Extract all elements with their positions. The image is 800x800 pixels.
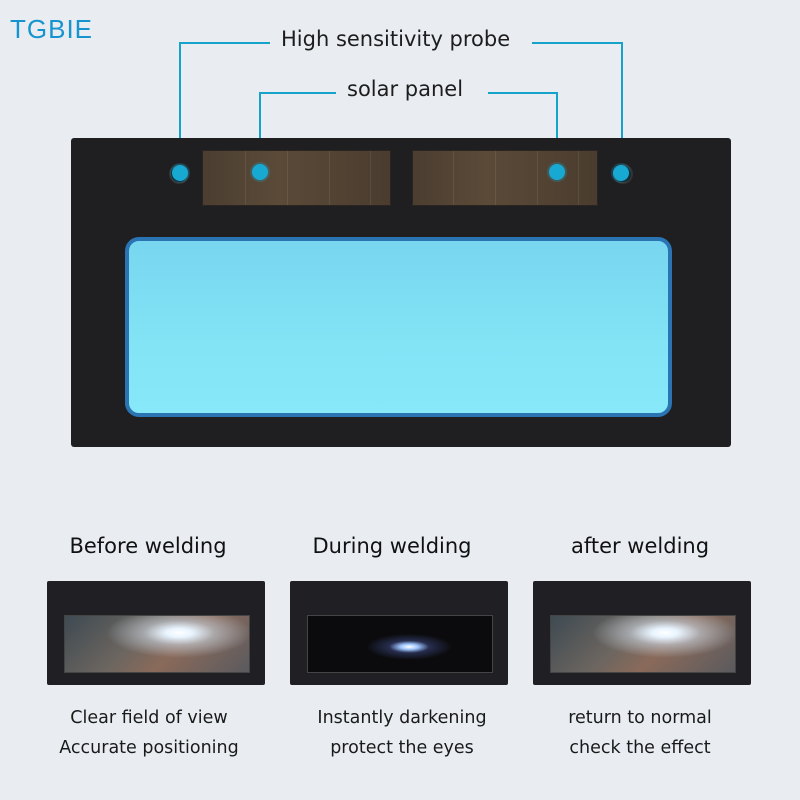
filter-lens (125, 237, 672, 417)
filter-after-welding (533, 581, 751, 685)
view-after-welding (550, 615, 736, 673)
caption-during-line1: Instantly darkening (317, 708, 487, 728)
solar-leader-left-v (259, 92, 261, 172)
caption-before: Clear field of view Accurate positioning (34, 703, 264, 763)
caption-after: return to normal check the effect (525, 703, 755, 763)
probe-leader-left-h (179, 42, 270, 44)
solar-leader-left-h (259, 92, 336, 94)
caption-after-line1: return to normal (568, 708, 712, 728)
probe-leader-right-v (621, 42, 623, 173)
solar-panel-left (202, 150, 391, 206)
solar-dot-right (549, 164, 565, 180)
stage-title-after: after welding (570, 534, 710, 558)
solar-leader-right-h (488, 92, 557, 94)
auto-darkening-filter (71, 138, 731, 447)
brand-logo: TGBIE (10, 14, 94, 44)
probe-leader-right-h (532, 42, 622, 44)
caption-during: Instantly darkening protect the eyes (287, 703, 517, 763)
probe-leader-left-v (179, 42, 181, 173)
probe-dot-left (172, 165, 188, 181)
solar-label: solar panel (347, 77, 464, 101)
stage-title-before: Before welding (69, 534, 227, 558)
caption-after-line2: check the effect (569, 738, 711, 758)
solar-dot-left (252, 164, 268, 180)
view-before-welding (64, 615, 250, 673)
view-during-welding (307, 615, 493, 673)
solar-panel-right (412, 150, 598, 206)
probe-dot-right (613, 165, 629, 181)
filter-before-welding (47, 581, 265, 685)
probe-label: High sensitivity probe (281, 27, 511, 51)
filter-during-welding (290, 581, 508, 685)
caption-before-line2: Accurate positioning (59, 738, 239, 758)
caption-before-line1: Clear field of view (70, 708, 228, 728)
solar-leader-right-v (556, 92, 558, 172)
stage-title-during: During welding (312, 534, 472, 558)
caption-during-line2: protect the eyes (330, 738, 474, 758)
